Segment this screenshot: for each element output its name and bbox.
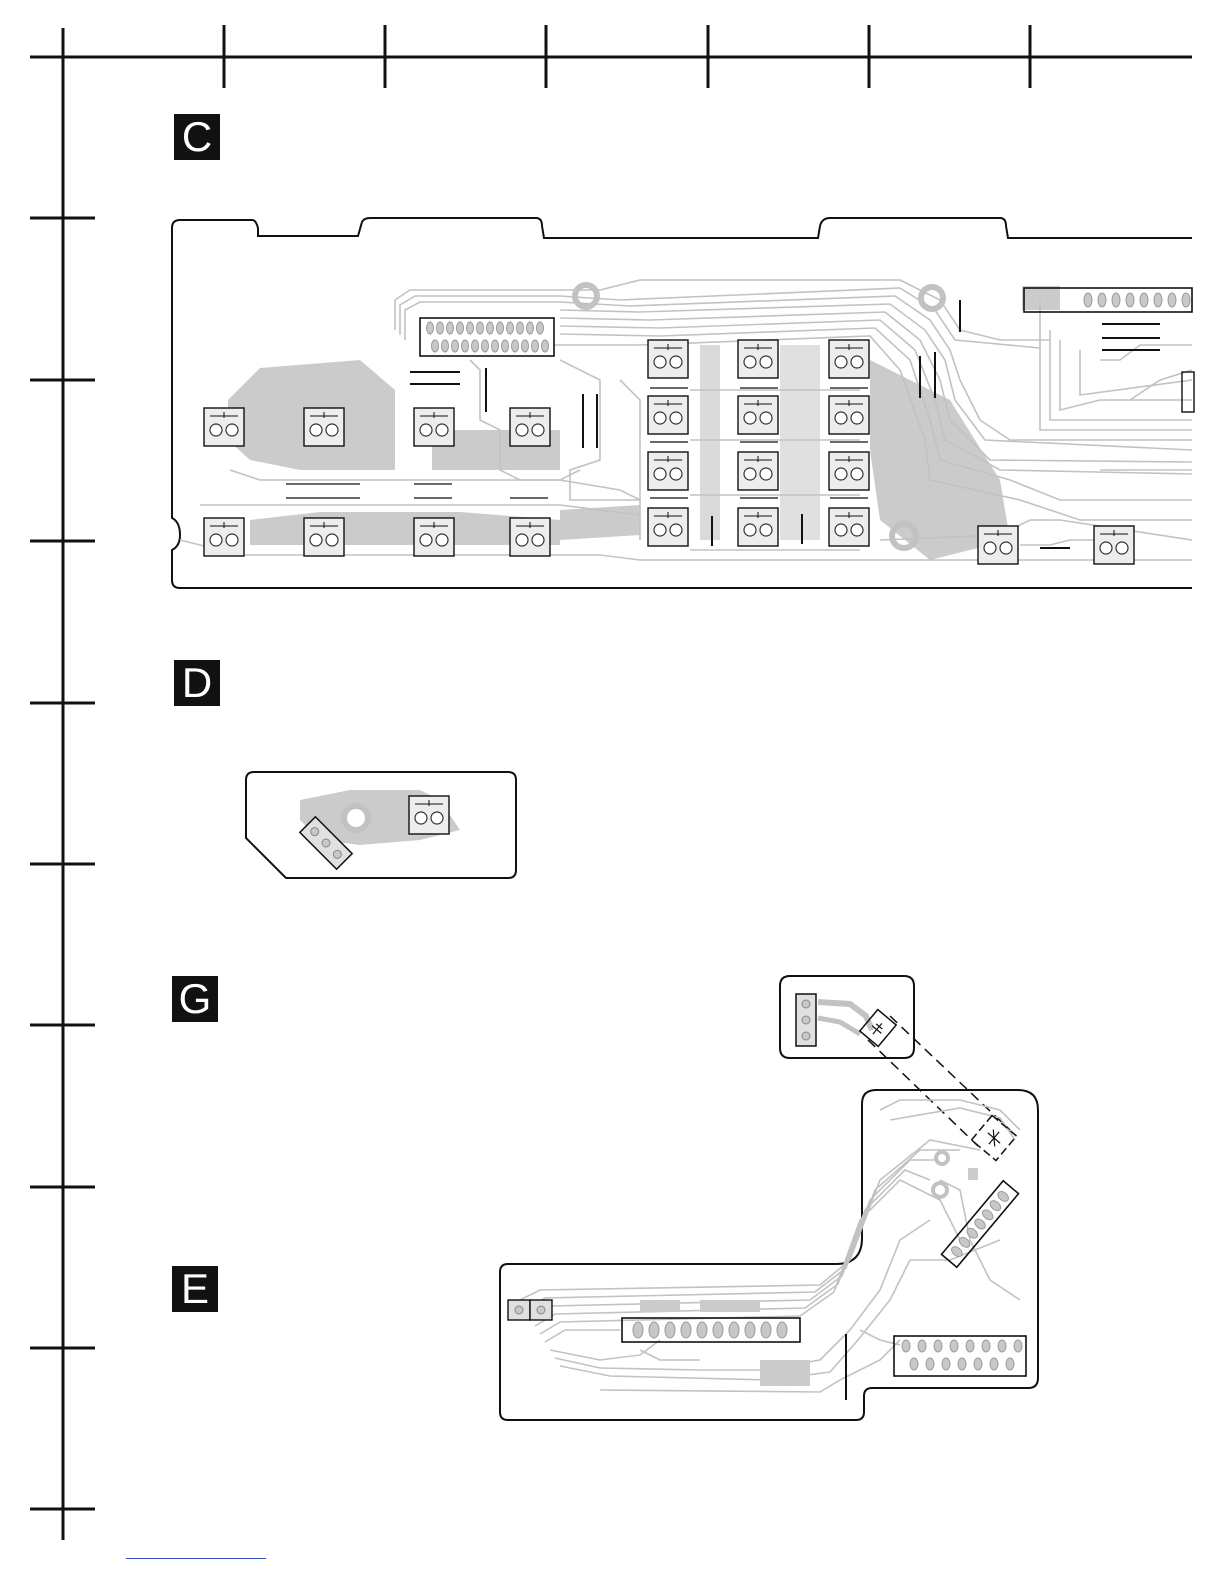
tact-switch-icon [829, 508, 869, 546]
tact-switch-icon [978, 526, 1018, 564]
section-label-g: G [172, 976, 218, 1022]
mounting-hole-icon [933, 1183, 947, 1197]
board-e [500, 1090, 1038, 1420]
board-e-connector-center [622, 1318, 800, 1342]
tact-switch-icon [648, 508, 688, 546]
sensor-icon [971, 1115, 1016, 1160]
board-c [172, 218, 1194, 588]
board-e-connector-right [894, 1336, 1026, 1376]
mounting-hole-icon [936, 1152, 948, 1164]
board-g-connector [796, 994, 816, 1046]
tact-switch-icon [738, 508, 778, 546]
mounting-hole-icon [344, 806, 368, 830]
tact-switch-icon [414, 408, 454, 446]
tact-switch-icon [738, 340, 778, 378]
tact-switch-icon [1094, 526, 1134, 564]
tact-switch-icon [738, 396, 778, 434]
footer-link-underline [126, 1558, 266, 1559]
board-d [246, 772, 516, 878]
section-label-d: D [174, 660, 220, 706]
tact-switch-icon [304, 408, 344, 446]
tact-switch-icon [648, 340, 688, 378]
board-c-connector-top [420, 318, 554, 356]
tact-switch-icon [738, 452, 778, 490]
section-label-e: E [172, 1266, 218, 1312]
section-label-c: C [174, 114, 220, 160]
board-d-switches [409, 796, 449, 834]
tact-switch-icon [648, 452, 688, 490]
tact-switch-icon [829, 340, 869, 378]
board-e-connector-diagonal [941, 1181, 1018, 1267]
sensor-cable [868, 1016, 1010, 1146]
tact-switch-icon [829, 452, 869, 490]
tact-switch-icon [510, 518, 550, 556]
board-e-connector-small [508, 1300, 552, 1320]
tact-switch-icon [409, 796, 449, 834]
tact-switch-icon [204, 408, 244, 446]
tact-switch-icon [510, 408, 550, 446]
tact-switch-icon [204, 518, 244, 556]
tact-switch-icon [829, 396, 869, 434]
board-g [780, 976, 1010, 1146]
tact-switch-icon [648, 396, 688, 434]
tact-switch-icon [304, 518, 344, 556]
tact-switch-icon [414, 518, 454, 556]
